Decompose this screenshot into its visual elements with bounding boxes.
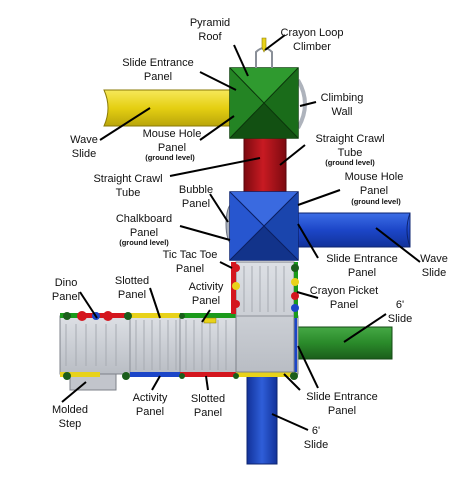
- svg-text:Wave: Wave: [420, 253, 448, 265]
- svg-text:Panel: Panel: [52, 291, 80, 303]
- svg-text:Slide Entrance: Slide Entrance: [122, 57, 194, 69]
- svg-text:Tube: Tube: [338, 147, 363, 159]
- svg-text:(ground level): (ground level): [325, 158, 375, 167]
- svg-text:Slotted: Slotted: [191, 393, 225, 405]
- svg-text:Panel: Panel: [130, 227, 158, 239]
- label-slotted-panel-top: Slotted Panel: [115, 275, 149, 301]
- svg-text:Slide: Slide: [388, 313, 412, 325]
- wave-slide-right-shape: [293, 212, 411, 248]
- label-slide-entrance-panel-mid: Slide Entrance Panel: [326, 253, 398, 279]
- svg-text:Climbing: Climbing: [321, 92, 364, 104]
- label-crayon-loop-climber: Crayon Loop Climber: [281, 27, 344, 53]
- green-pyramid-roof: [229, 67, 307, 139]
- svg-text:Step: Step: [59, 418, 82, 430]
- leader-lines: [61, 34, 421, 431]
- label-pyramid-roof: Pyramid Roof: [190, 17, 230, 43]
- svg-text:Mouse Hole: Mouse Hole: [143, 128, 202, 140]
- svg-text:Straight Crawl: Straight Crawl: [93, 173, 162, 185]
- svg-text:Panel: Panel: [330, 299, 358, 311]
- svg-text:(ground level): (ground level): [351, 197, 401, 206]
- label-dino-panel: Dino Panel: [52, 277, 80, 303]
- blue-pyramid-roof: [225, 191, 299, 261]
- label-slide-entrance-panel-top: Slide Entrance Panel: [122, 57, 194, 83]
- svg-text:Panel: Panel: [182, 198, 210, 210]
- six-foot-slide-bottom-shape: [246, 359, 278, 465]
- label-bubble-panel: Bubble Panel: [179, 184, 213, 210]
- label-crayon-picket-panel: Crayon Picket Panel: [310, 285, 378, 311]
- label-climbing-wall: Climbing Wall: [321, 92, 364, 118]
- svg-text:6': 6': [312, 425, 320, 437]
- svg-text:Straight Crawl: Straight Crawl: [315, 133, 384, 145]
- svg-text:Panel: Panel: [348, 267, 376, 279]
- svg-text:Activity: Activity: [189, 281, 224, 293]
- svg-text:Mouse Hole: Mouse Hole: [345, 171, 404, 183]
- svg-text:Panel: Panel: [118, 289, 146, 301]
- label-six-foot-slide-bottom: 6' Slide: [304, 425, 328, 451]
- label-activity-panel-bottom: Activity Panel: [133, 392, 168, 418]
- svg-text:Slide: Slide: [72, 148, 96, 160]
- label-straight-crawl-tube-right: Straight Crawl Tube (ground level): [315, 133, 384, 167]
- label-straight-crawl-tube-left: Straight Crawl Tube: [93, 173, 162, 199]
- svg-text:Slide: Slide: [304, 439, 328, 451]
- svg-text:Panel: Panel: [136, 406, 164, 418]
- label-chalkboard-panel: Chalkboard Panel (ground level): [116, 213, 172, 247]
- svg-text:Crayon Picket: Crayon Picket: [310, 285, 378, 297]
- svg-text:Chalkboard: Chalkboard: [116, 213, 172, 225]
- label-six-foot-slide-right: 6' Slide: [388, 299, 412, 325]
- svg-text:Climber: Climber: [293, 41, 331, 53]
- svg-text:Tube: Tube: [116, 187, 141, 199]
- straight-crawl-tube-shape: [243, 129, 287, 193]
- svg-text:(ground level): (ground level): [145, 153, 195, 162]
- crayon-loop-climber-shape: [255, 37, 273, 68]
- svg-text:Crayon Loop: Crayon Loop: [281, 27, 344, 39]
- svg-text:Slide Entrance: Slide Entrance: [326, 253, 398, 265]
- svg-text:Panel: Panel: [144, 71, 172, 83]
- svg-text:Tic Tac Toe: Tic Tac Toe: [163, 249, 218, 261]
- label-tic-tac-toe-panel: Tic Tac Toe Panel: [163, 249, 218, 275]
- svg-text:Bubble: Bubble: [179, 184, 213, 196]
- svg-text:Activity: Activity: [133, 392, 168, 404]
- label-activity-panel-top: Activity Panel: [189, 281, 224, 307]
- svg-text:Wave: Wave: [70, 134, 98, 146]
- label-mouse-hole-panel-top: Mouse Hole Panel (ground level): [143, 128, 202, 162]
- svg-text:(ground level): (ground level): [119, 238, 169, 247]
- svg-text:Panel: Panel: [194, 407, 222, 419]
- label-wave-slide-left: Wave Slide: [70, 134, 98, 160]
- label-wave-slide-right: Wave Slide: [420, 253, 448, 279]
- svg-text:Panel: Panel: [158, 142, 186, 154]
- svg-text:Wall: Wall: [332, 106, 353, 118]
- svg-text:6': 6': [396, 299, 404, 311]
- label-mouse-hole-panel-mid: Mouse Hole Panel (ground level): [345, 171, 404, 206]
- svg-text:Panel: Panel: [192, 295, 220, 307]
- svg-text:Panel: Panel: [176, 263, 204, 275]
- six-foot-slide-right-shape: [295, 326, 393, 360]
- middle-deck: [231, 261, 298, 373]
- svg-text:Molded: Molded: [52, 404, 88, 416]
- middle-deck-posts: [232, 264, 299, 312]
- label-slide-entrance-panel-bottom: Slide Entrance Panel: [306, 391, 378, 417]
- svg-text:Slotted: Slotted: [115, 275, 149, 287]
- svg-text:Slide Entrance: Slide Entrance: [306, 391, 378, 403]
- svg-text:Panel: Panel: [328, 405, 356, 417]
- svg-text:Dino: Dino: [55, 277, 78, 289]
- svg-text:Panel: Panel: [360, 185, 388, 197]
- svg-text:Slide: Slide: [422, 267, 446, 279]
- wave-slide-left-shape: [103, 89, 237, 127]
- label-molded-step: Molded Step: [52, 404, 88, 430]
- label-slotted-panel-bottom: Slotted Panel: [191, 393, 225, 419]
- svg-text:Roof: Roof: [198, 31, 222, 43]
- svg-text:Pyramid: Pyramid: [190, 17, 230, 29]
